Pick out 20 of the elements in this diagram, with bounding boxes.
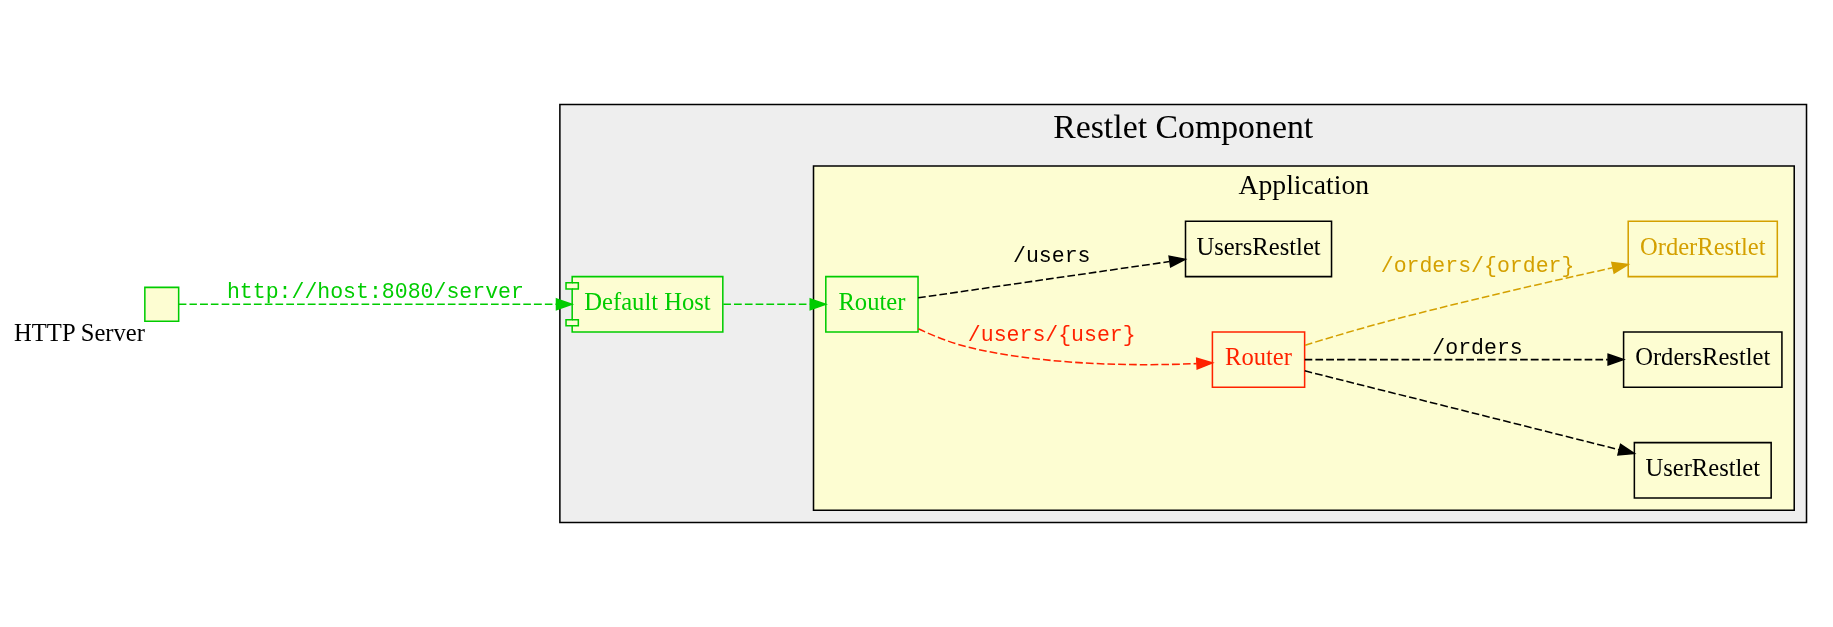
node-box: UserRestlet — [1633, 441, 1772, 499]
arrow — [1304, 261, 1631, 346]
edge-label: http://host:8080/server — [226, 280, 524, 305]
node-box — [144, 286, 180, 322]
node-box: OrderRestlet — [1627, 220, 1779, 278]
edge-label: /orders/{order} — [1380, 254, 1575, 279]
arrow — [1304, 370, 1637, 456]
arrow — [178, 297, 575, 311]
edge-label: /orders — [1432, 335, 1523, 360]
node-box: OrdersRestlet — [1622, 331, 1783, 389]
arrow — [722, 297, 828, 311]
arrow — [1304, 353, 1626, 367]
arrow — [917, 255, 1188, 299]
node-label: HTTP Server — [14, 318, 145, 346]
edge-label: /users/{user} — [967, 323, 1136, 348]
arrow — [917, 328, 1215, 371]
edge-label: /users — [1013, 243, 1091, 268]
node-box: UsersRestlet — [1184, 220, 1333, 278]
node-box: Router — [1211, 331, 1306, 389]
node-box: Router — [825, 275, 919, 333]
